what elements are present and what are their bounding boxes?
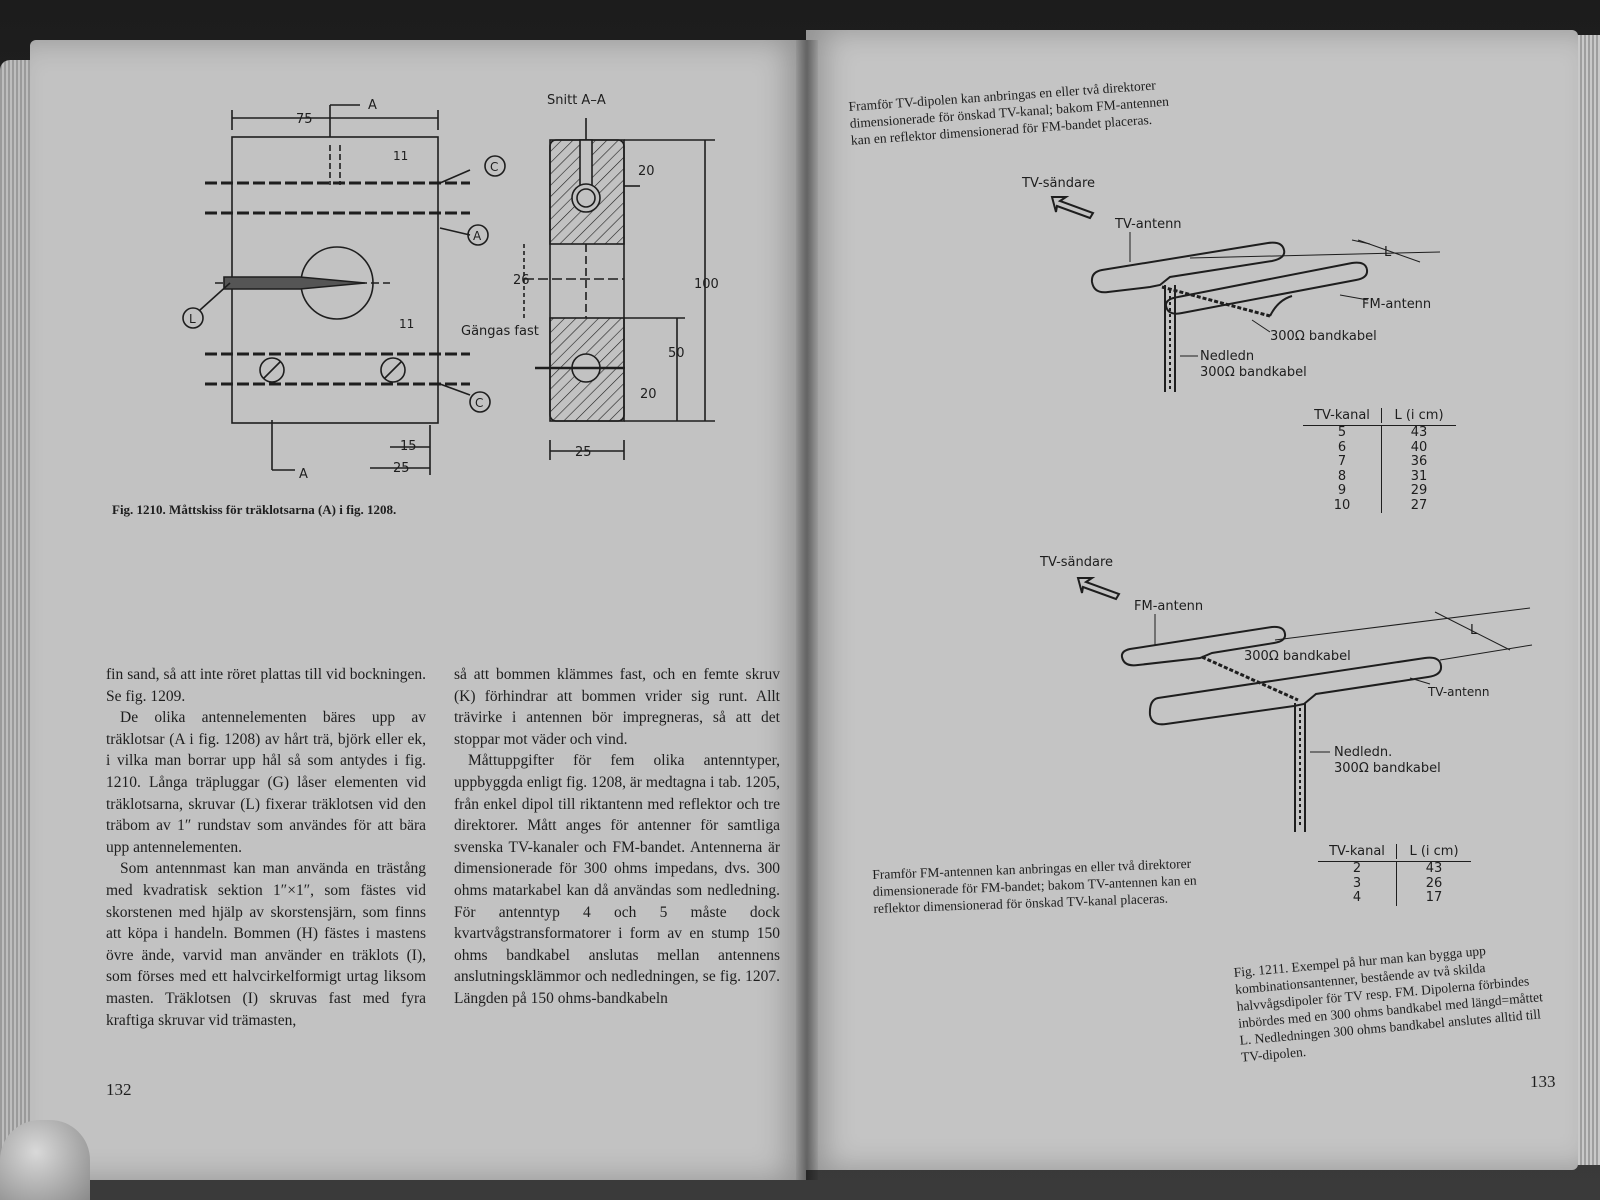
figure-1210-drawing: 75 A 11 11 C A L C 15 25 A Snitt A–A 20 … — [182, 93, 719, 482]
bottom-sender-label: TV-sändare — [1039, 555, 1113, 570]
marker-l: L — [189, 312, 196, 326]
section-title: Snitt A–A — [547, 93, 606, 108]
bottom-length-label: L — [1470, 623, 1478, 638]
table-header: TV-kanal L (i cm) — [1303, 408, 1456, 426]
book-edge-left — [0, 60, 34, 1180]
top-tv-antenna-label: TV-antenn — [1114, 217, 1182, 232]
table-row: 10 27 — [1303, 497, 1456, 513]
top-length-label: L — [1384, 245, 1392, 260]
table-row: 6 40 — [1303, 439, 1456, 455]
dim-11-top-label: 11 — [393, 149, 408, 163]
paragraph: De olika antennelementen bäres upp av tr… — [106, 709, 426, 856]
bottom-tv-antenna-label: TV-antenn — [1427, 685, 1489, 699]
cell-channel: 9 — [1303, 483, 1382, 499]
left-column-text: fin sand, så att inte röret plattas till… — [106, 664, 426, 1031]
left-page — [30, 40, 806, 1180]
bottom-fm-antenna-label: FM-antenn — [1134, 599, 1203, 614]
table-row: 7 36 — [1303, 454, 1456, 470]
cell-length: 29 — [1410, 483, 1428, 498]
table-top: TV-kanal L (i cm) 5 43 6 40 7 36 8 31 9 29 10… — [1303, 408, 1456, 513]
paragraph: fin sand, så att inte röret plattas till… — [106, 666, 426, 705]
top-downlead-label-1: Nedledn — [1200, 349, 1254, 364]
header-length: L (i cm) — [1409, 844, 1459, 859]
cell-length: 26 — [1425, 875, 1443, 891]
right-page — [806, 30, 1578, 1170]
cell-length: 31 — [1410, 468, 1428, 484]
table-row: 5 43 — [1303, 425, 1456, 441]
table-bottom: TV-kanal L (i cm) 2 43 3 26 4 17 — [1318, 844, 1471, 906]
cell-channel: 5 — [1303, 425, 1382, 441]
dim-25-right-label: 25 — [575, 445, 592, 460]
table-row: 9 29 — [1303, 483, 1456, 499]
dim-20-top-label: 20 — [638, 164, 655, 179]
page-number-left: 132 — [106, 1080, 132, 1099]
cell-length: 17 — [1425, 890, 1443, 905]
cell-channel: 8 — [1303, 469, 1382, 484]
thumb — [0, 1120, 90, 1200]
top-sender-label: TV-sändare — [1021, 176, 1095, 191]
paragraph: Måttuppgifter för fem olika antenntyper,… — [454, 752, 780, 1007]
cell-length: 40 — [1410, 439, 1428, 455]
paragraph: Som antennmast kan man använda en trästå… — [106, 860, 426, 1029]
bottom-downlead-label-1: Nedledn. — [1334, 745, 1392, 760]
dim-26-label: 26 — [513, 273, 530, 288]
marker-c-top: C — [490, 160, 498, 174]
dim-75-label: 75 — [296, 112, 313, 127]
table-row: 8 31 — [1303, 468, 1456, 484]
gangas-fast-label: Gängas fast — [461, 324, 539, 339]
marker-c-bottom: C — [475, 396, 483, 410]
figure-1210-caption: Fig. 1210. Måttskiss för träklotsarna (A… — [112, 502, 397, 517]
table-row: 4 17 — [1318, 890, 1471, 906]
dim-50-label: 50 — [668, 346, 685, 361]
dim-11-bottom-label: 11 — [399, 317, 414, 331]
top-cable-label: 300Ω bandkabel — [1270, 329, 1377, 344]
cell-length: 27 — [1410, 497, 1428, 513]
book-gutter — [796, 40, 818, 1180]
dim-100-label: 100 — [694, 277, 719, 292]
cell-channel: 7 — [1303, 454, 1382, 470]
bottom-cable-label: 300Ω bandkabel — [1244, 649, 1351, 664]
table-header: TV-kanal L (i cm) — [1318, 844, 1471, 862]
top-downlead-label-2: 300Ω bandkabel — [1200, 365, 1307, 380]
right-column-text: så att bommen klämmes fast, och en femte… — [454, 664, 780, 1010]
cell-length: 43 — [1410, 425, 1428, 440]
cell-channel: 2 — [1318, 861, 1397, 877]
top-fm-antenna-label: FM-antenn — [1362, 297, 1431, 312]
cell-channel: 6 — [1303, 440, 1382, 455]
header-channel: TV-kanal — [1303, 408, 1382, 423]
header-channel: TV-kanal — [1318, 844, 1397, 859]
marker-a: A — [473, 229, 482, 243]
dim-20-bottom-label: 20 — [640, 387, 657, 402]
bottom-downlead-label-2: 300Ω bandkabel — [1334, 761, 1441, 776]
dim-25-left-label: 25 — [393, 461, 410, 476]
cell-length: 36 — [1410, 454, 1428, 469]
section-mark-bottom: A — [299, 467, 308, 482]
dim-15-label: 15 — [400, 439, 417, 454]
cell-channel: 10 — [1303, 498, 1382, 513]
section-mark-top: A — [368, 98, 377, 113]
cell-length: 43 — [1425, 861, 1443, 876]
table-row: 3 26 — [1318, 875, 1471, 891]
cell-channel: 4 — [1318, 890, 1397, 906]
page-number-right: 133 — [1530, 1072, 1556, 1091]
table-row: 2 43 — [1318, 861, 1471, 877]
paragraph: så att bommen klämmes fast, och en femte… — [454, 666, 780, 748]
header-length: L (i cm) — [1394, 408, 1444, 423]
cell-channel: 3 — [1318, 876, 1397, 891]
